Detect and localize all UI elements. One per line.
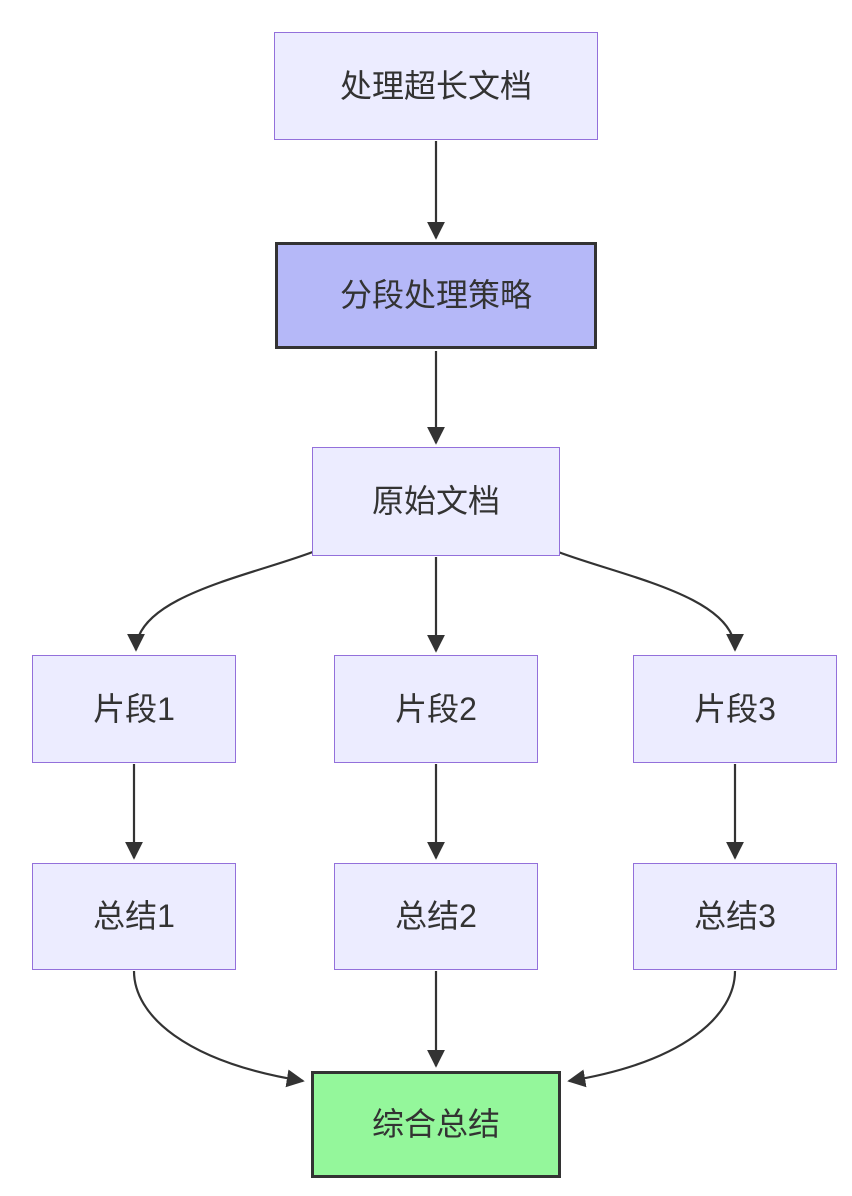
node-source-document-label: 原始文档	[371, 483, 500, 520]
node-chunk-2: 片段2	[334, 655, 538, 763]
node-chunk-1: 片段1	[32, 655, 236, 763]
node-final-summary: 综合总结	[311, 1071, 561, 1178]
edge-source-chunk1	[127, 548, 319, 652]
node-strategy: 分段处理策略	[275, 242, 597, 349]
node-source-document: 原始文档	[312, 447, 560, 556]
node-chunk-3: 片段3	[633, 655, 837, 763]
node-summary-2: 总结2	[334, 863, 538, 970]
node-final-summary-label: 综合总结	[371, 1106, 500, 1143]
edge-summary1-final	[132, 970, 305, 1088]
edge-summary3-final	[567, 970, 737, 1088]
node-chunk-1-label: 片段1	[93, 690, 175, 727]
node-summary-2-label: 总结2	[395, 898, 477, 935]
node-chunk-3-label: 片段3	[694, 690, 776, 727]
node-task-label: 处理超长文档	[339, 67, 532, 104]
node-summary-1: 总结1	[32, 863, 236, 970]
node-summary-3: 总结3	[633, 863, 837, 970]
node-summary-1-label: 总结1	[93, 898, 175, 935]
edge-source-chunk3	[552, 548, 744, 652]
node-task: 处理超长文档	[274, 32, 598, 140]
node-strategy-label: 分段处理策略	[339, 277, 532, 314]
node-chunk-2-label: 片段2	[395, 690, 477, 727]
node-summary-3-label: 总结3	[694, 898, 776, 935]
